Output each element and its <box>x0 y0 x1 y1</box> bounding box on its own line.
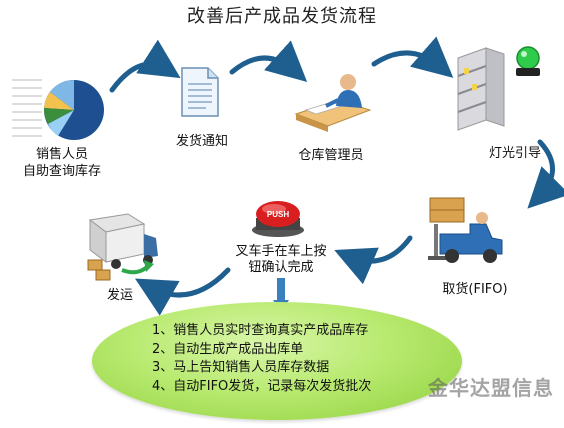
benefit-item: 1、销售人员实时查询真实产成品库存 <box>152 323 369 338</box>
push-button-icon: PUSH <box>252 201 304 237</box>
benefit-item: 4、自动FIFO发货，记录每次发货批次 <box>152 378 372 394</box>
pie-chart-icon <box>12 79 104 140</box>
forklift-label-line1: 叉车手在车上按 <box>235 244 327 259</box>
arrow-pickup-to-forklift <box>334 235 413 285</box>
forklift-label-line2: 钮确认完成 <box>248 260 314 275</box>
benefit-item: 2、自动生成产成品出库单 <box>152 341 304 357</box>
notice-label: 发货通知 <box>175 134 228 149</box>
pickup-label: 取货(FIFO) <box>442 282 508 297</box>
benefits-ellipse <box>92 302 462 420</box>
arrow-light-to-pickup <box>527 139 564 209</box>
desk-worker-icon <box>294 74 372 132</box>
light-label: 灯光引导 <box>488 146 541 161</box>
page-title: 改善后产成品发货流程 <box>187 6 377 27</box>
arrow-sales-to-notice <box>109 39 181 93</box>
warehouse-label: 仓库管理员 <box>298 148 364 163</box>
document-icon <box>181 67 219 117</box>
arrow-warehouse-to-light <box>371 36 454 78</box>
light-shelf-icon <box>457 46 540 131</box>
ship-label: 发运 <box>106 288 133 303</box>
forklift-icon <box>428 197 503 263</box>
truck-icon <box>87 213 158 281</box>
sales-label: 销售人员 自助查询库存 <box>12 146 112 180</box>
benefit-item: 3、马上告知销售人员库存数据 <box>152 360 330 375</box>
arrow-forklift-to-ship <box>134 267 231 316</box>
sales-label-line1: 销售人员 <box>35 147 88 162</box>
watermark: 金华达盟信息 <box>428 376 554 400</box>
forklift-label: 叉车手在车上按 钮确认完成 <box>228 244 334 276</box>
sales-label-line2: 自助查询库存 <box>22 164 101 179</box>
push-button-text: PUSH <box>267 210 289 219</box>
benefits-list: 1、销售人员实时查询真实产成品库存 2、自动生成产成品出库单 3、马上告知销售人… <box>152 322 371 396</box>
arrow-notice-to-warehouse <box>229 40 308 83</box>
